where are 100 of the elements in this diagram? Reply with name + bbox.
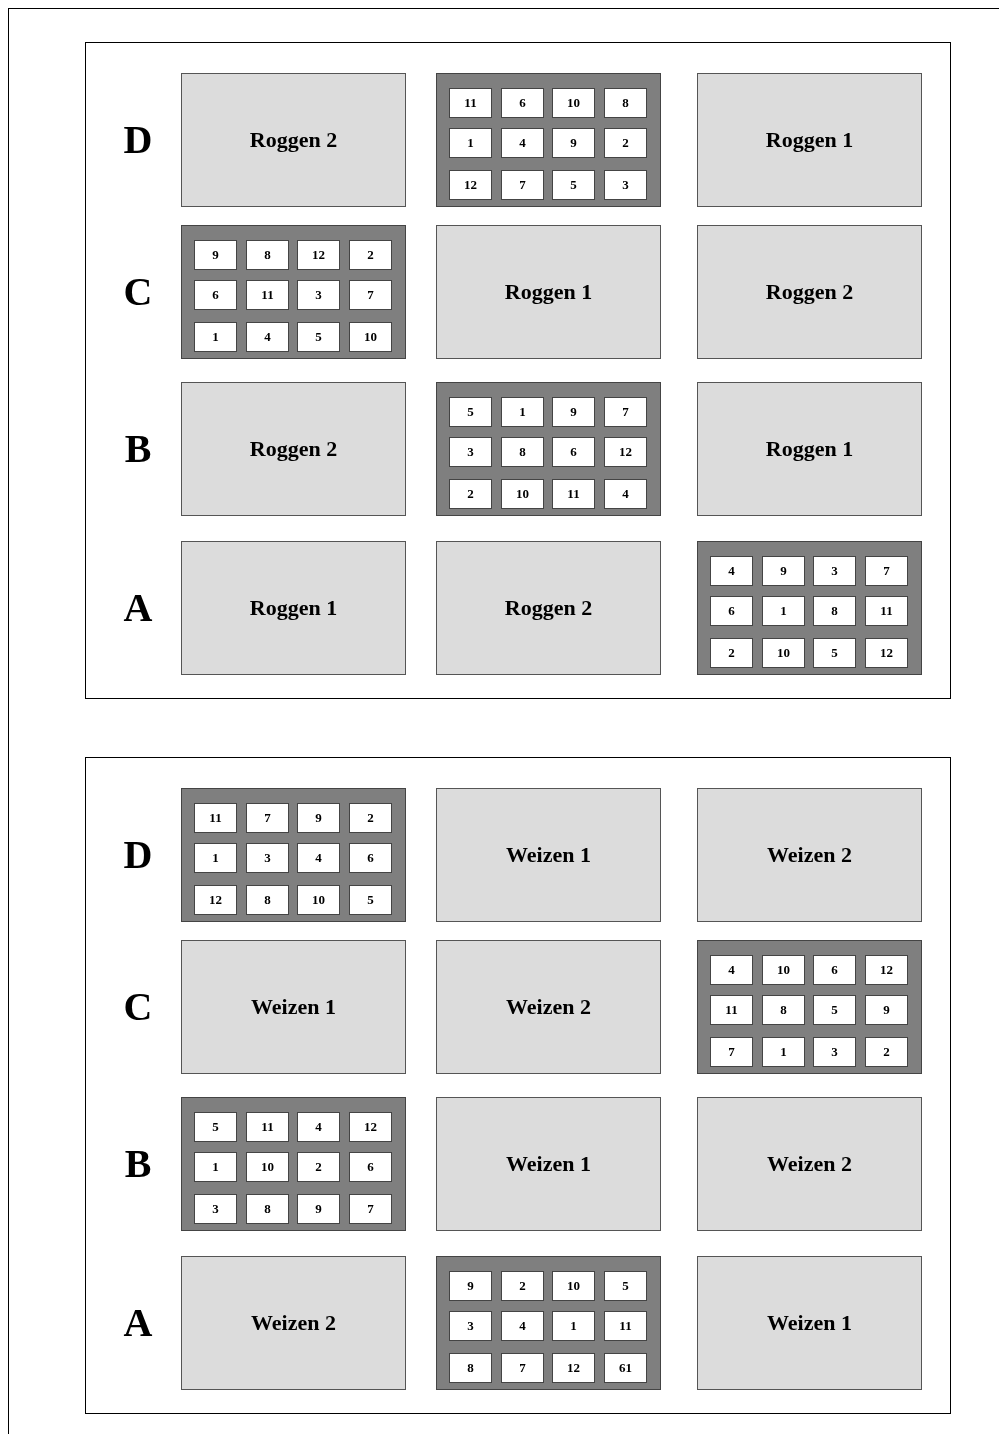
subplot-cell: 8 xyxy=(246,240,289,270)
subplot-cell: 8 xyxy=(813,596,856,626)
plot-box: Weizen 2 xyxy=(436,940,661,1074)
subplot-cell: 8 xyxy=(501,437,544,467)
subplot-cell: 1 xyxy=(501,397,544,427)
row-label: A xyxy=(122,586,154,630)
subplot-cell: 6 xyxy=(813,955,856,985)
subplot-cell: 9 xyxy=(194,240,237,270)
subplot-cell: 8 xyxy=(246,885,289,915)
subplot-cell: 1 xyxy=(552,1311,595,1341)
subplot-cell: 5 xyxy=(449,397,492,427)
subplot-cell: 5 xyxy=(349,885,392,915)
subplot-cell: 3 xyxy=(297,280,340,310)
subplot-cell: 2 xyxy=(349,240,392,270)
subplot-cell: 11 xyxy=(194,803,237,833)
plot-box: Roggen 2 xyxy=(697,225,922,359)
subplot-cell: 11 xyxy=(710,995,753,1025)
subplot-cell: 2 xyxy=(297,1152,340,1182)
subplot-cell: 11 xyxy=(246,1112,289,1142)
subplot-cell: 5 xyxy=(813,995,856,1025)
subplot-cell: 10 xyxy=(501,479,544,509)
subplot-grid xyxy=(436,73,661,207)
subplot-cell: 4 xyxy=(501,1311,544,1341)
subplot-cell: 1 xyxy=(194,1152,237,1182)
subplot-cell: 10 xyxy=(246,1152,289,1182)
plot-box: Weizen 2 xyxy=(697,1097,922,1231)
subplot-cell: 7 xyxy=(865,556,908,586)
row-label: B xyxy=(123,427,153,471)
subplot-cell: 5 xyxy=(297,322,340,352)
subplot-cell: 12 xyxy=(865,955,908,985)
subplot-cell: 9 xyxy=(449,1271,492,1301)
subplot-cell: 4 xyxy=(710,556,753,586)
subplot-cell: 6 xyxy=(710,596,753,626)
row-label: D xyxy=(122,118,154,162)
plot-box: Weizen 2 xyxy=(697,788,922,922)
subplot-cell: 9 xyxy=(552,128,595,158)
subplot-cell: 8 xyxy=(246,1194,289,1224)
subplot-cell: 7 xyxy=(349,1194,392,1224)
subplot-cell: 1 xyxy=(762,1037,805,1067)
subplot-cell: 6 xyxy=(552,437,595,467)
subplot-cell: 10 xyxy=(349,322,392,352)
subplot-cell: 9 xyxy=(297,803,340,833)
subplot-grid xyxy=(181,225,406,359)
subplot-cell: 8 xyxy=(449,1353,492,1383)
field-block-frame xyxy=(85,757,951,1414)
subplot-cell: 4 xyxy=(297,843,340,873)
row-label: A xyxy=(122,1301,154,1345)
subplot-cell: 9 xyxy=(297,1194,340,1224)
field-block-frame xyxy=(85,42,951,699)
subplot-cell: 1 xyxy=(449,128,492,158)
subplot-cell: 11 xyxy=(449,88,492,118)
subplot-cell: 7 xyxy=(501,170,544,200)
subplot-cell: 12 xyxy=(349,1112,392,1142)
subplot-cell: 2 xyxy=(865,1037,908,1067)
subplot-cell: 11 xyxy=(865,596,908,626)
subplot-cell: 6 xyxy=(194,280,237,310)
subplot-cell: 2 xyxy=(501,1271,544,1301)
subplot-cell: 5 xyxy=(813,638,856,668)
subplot-cell: 3 xyxy=(449,437,492,467)
plot-box: Weizen 1 xyxy=(181,940,406,1074)
subplot-cell: 3 xyxy=(813,556,856,586)
subplot-cell: 9 xyxy=(552,397,595,427)
subplot-cell: 6 xyxy=(501,88,544,118)
subplot-cell: 7 xyxy=(604,397,647,427)
subplot-cell: 5 xyxy=(604,1271,647,1301)
plot-box: Roggen 1 xyxy=(436,225,661,359)
subplot-cell: 12 xyxy=(865,638,908,668)
row-label: D xyxy=(122,833,154,877)
plot-box: Roggen 1 xyxy=(181,541,406,675)
subplot-cell: 10 xyxy=(762,638,805,668)
subplot-cell: 11 xyxy=(552,479,595,509)
subplot-cell: 3 xyxy=(604,170,647,200)
subplot-cell: 3 xyxy=(194,1194,237,1224)
subplot-cell: 4 xyxy=(710,955,753,985)
subplot-cell: 3 xyxy=(449,1311,492,1341)
subplot-cell: 10 xyxy=(552,1271,595,1301)
plot-box: Roggen 2 xyxy=(181,73,406,207)
subplot-cell: 1 xyxy=(194,843,237,873)
subplot-grid xyxy=(181,788,406,922)
subplot-cell: 12 xyxy=(449,170,492,200)
subplot-cell: 12 xyxy=(604,437,647,467)
row-label: C xyxy=(122,270,154,314)
subplot-cell: 5 xyxy=(552,170,595,200)
subplot-grid xyxy=(697,541,922,675)
subplot-cell: 7 xyxy=(710,1037,753,1067)
subplot-grid xyxy=(436,1256,661,1390)
subplot-cell: 7 xyxy=(246,803,289,833)
plot-box: Weizen 1 xyxy=(436,788,661,922)
subplot-cell: 2 xyxy=(710,638,753,668)
subplot-cell: 4 xyxy=(604,479,647,509)
subplot-cell: 11 xyxy=(604,1311,647,1341)
row-label: C xyxy=(122,985,154,1029)
subplot-cell: 2 xyxy=(604,128,647,158)
subplot-cell: 1 xyxy=(194,322,237,352)
plot-box: Roggen 1 xyxy=(697,73,922,207)
subplot-cell: 10 xyxy=(552,88,595,118)
subplot-cell: 6 xyxy=(349,843,392,873)
subplot-grid xyxy=(697,940,922,1074)
plot-box: Weizen 2 xyxy=(181,1256,406,1390)
plot-box: Roggen 1 xyxy=(697,382,922,516)
